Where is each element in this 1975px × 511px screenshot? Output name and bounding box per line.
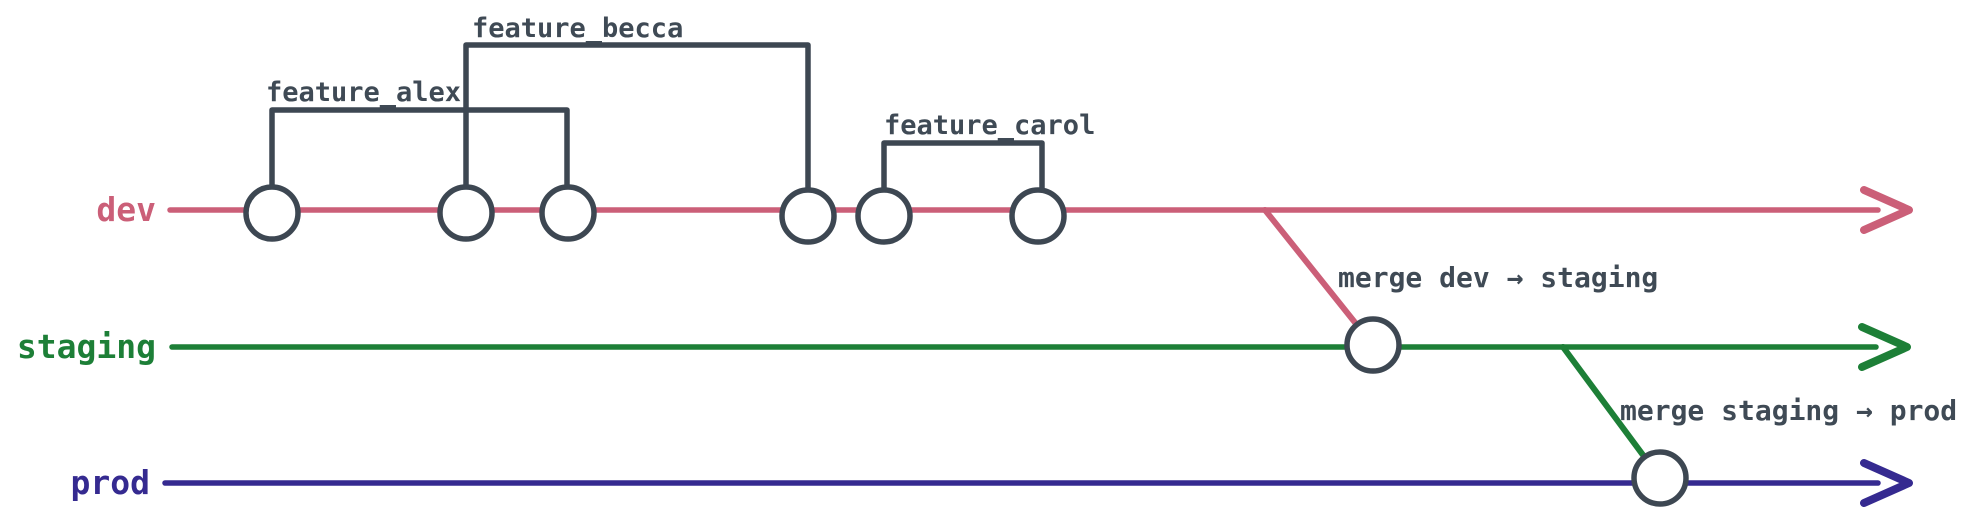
commit-node <box>855 187 913 245</box>
merge-dev-to-staging-line <box>1262 207 1376 348</box>
feature-carol-label: feature_carol <box>884 110 1095 141</box>
feature-becca-bracket <box>463 42 811 193</box>
merge-commit-node-staging <box>1344 316 1402 374</box>
dev-branch-label: dev <box>96 190 156 229</box>
feature-alex-label: feature_alex <box>266 77 461 108</box>
dev-arrowhead-icon <box>1860 186 1913 234</box>
commit-node <box>243 184 301 242</box>
merge-staging-to-prod-label: merge staging → prod <box>1620 394 1957 427</box>
staging-arrowhead-icon <box>1858 323 1911 371</box>
prod-arrowhead-icon <box>1860 459 1913 507</box>
feature-alex-bracket <box>269 107 570 191</box>
commit-node <box>437 184 495 242</box>
staging-branch-label: staging <box>17 327 156 366</box>
merge-dev-to-staging-label: merge dev → staging <box>1338 261 1658 294</box>
merge-commit-node-prod <box>1631 449 1689 507</box>
commit-node <box>1009 187 1067 245</box>
commit-node <box>779 187 837 245</box>
commit-node <box>539 184 597 242</box>
prod-branch-label: prod <box>71 463 150 502</box>
feature-becca-label: feature_becca <box>472 13 683 44</box>
feature-carol-bracket <box>881 140 1045 193</box>
